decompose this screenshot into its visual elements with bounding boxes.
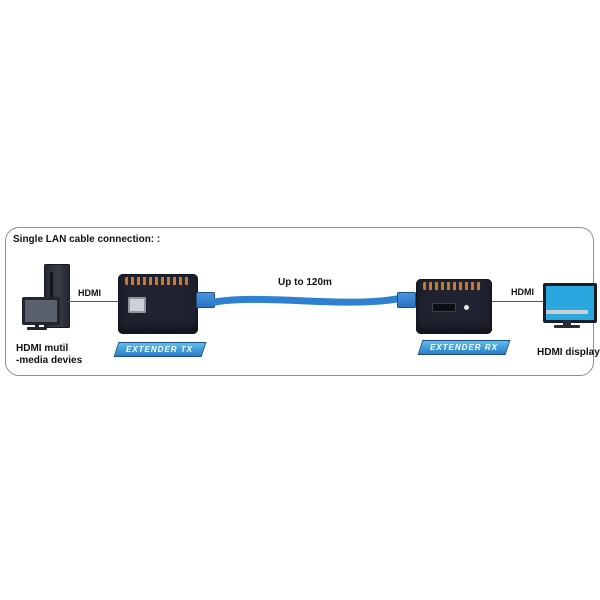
hdmi-link-line-left — [68, 301, 120, 302]
extender-rx-badge: EXTENDER RX — [417, 340, 511, 355]
source-monitor-base-icon — [27, 327, 47, 330]
source-caption-line2: -media devies — [16, 355, 83, 366]
display-base-icon — [554, 325, 580, 328]
hdmi-port-icon — [432, 303, 456, 312]
display-monitor-icon — [543, 283, 597, 323]
extender-tx-badge-label: EXTENDER TX — [126, 345, 194, 354]
cable-length-label: Up to 120m — [278, 277, 332, 288]
rj45-plug-left-icon — [196, 292, 215, 308]
diagram-title: Single LAN cable connection: : — [13, 234, 161, 245]
media-player-slot-icon — [50, 272, 53, 312]
extender-rx-badge-label: EXTENDER RX — [430, 343, 498, 352]
source-caption-line1: HDMI mutil — [16, 343, 69, 354]
extender-rx-vents-icon — [423, 282, 483, 290]
source-monitor-icon — [22, 297, 60, 325]
display-stand-icon — [563, 320, 571, 325]
source-monitor-stand-icon — [35, 322, 39, 327]
lan-cable — [213, 295, 399, 306]
extender-tx-badge: EXTENDER TX — [113, 342, 207, 357]
display-bezel-icon — [546, 310, 588, 314]
source-caption: HDMI mutil -media devies — [16, 343, 82, 367]
hdmi-link-line-right — [492, 301, 546, 302]
extender-tx-vents-icon — [125, 277, 189, 285]
rj45-plug-right-icon — [397, 292, 416, 308]
display-caption: HDMI display — [537, 347, 600, 358]
rj45-port-icon — [128, 297, 146, 313]
power-led-icon — [464, 305, 469, 310]
hdmi-label-left: HDMI — [78, 288, 101, 298]
hdmi-label-right: HDMI — [511, 287, 534, 297]
